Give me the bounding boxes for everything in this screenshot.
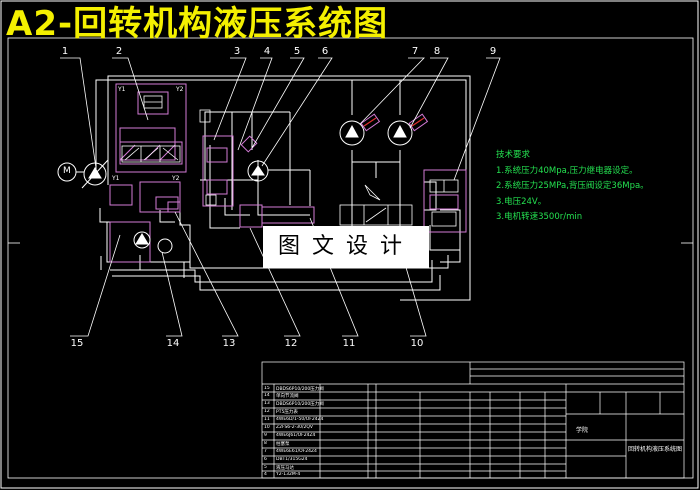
callout-number: 10 [410,338,424,349]
coil-label: Y2 [176,86,184,93]
hydraulic-motor-5 [247,160,269,182]
pump-8 [387,120,413,146]
part-no: 5 [264,465,267,470]
pumps [57,120,413,254]
callout-number: 6 [321,46,329,57]
callout-number: 13 [222,338,236,349]
part-no: 11 [264,417,270,422]
title-block [261,361,685,479]
callout-number: 7 [411,46,419,57]
callout-number: 1 [61,46,69,57]
part-no: 13 [264,401,270,406]
part-name: PT5压力表 [276,410,298,415]
watermark: 图文设计 [263,226,429,268]
part-no: 8 [264,441,267,446]
callout-number: 12 [284,338,298,349]
part-name: DBDS6P10/200压力阀 [276,387,324,392]
part-name: 4WE6E61/OF24Z4 [276,449,317,454]
valve-block-9 [423,169,467,233]
callout-number: 14 [166,338,180,349]
notes-item: 1.系统压力40Mpa,压力继电器设定。 [496,165,638,176]
drawing-title: A2-回转机构液压系统图 [6,4,389,44]
school-name: 学院 [576,427,589,434]
notes-item: 2.系统压力25MPa,背压阀设定36Mpa。 [496,181,649,191]
part-no: 6 [264,457,267,462]
pump-7 [339,120,365,146]
notes-item: 3.电压24V。 [496,196,547,207]
part-no: 14 [264,393,270,398]
part-name: Y2-132M-4 [276,472,301,477]
callout-number: 3 [233,46,241,57]
leader-lines [60,57,501,337]
valve-block-12 [239,204,263,228]
part-no: 12 [264,409,270,414]
valve-block-2 [115,83,187,173]
notes-item: 3.电机转速3500r/min [496,212,583,222]
notes-heading: 技术要求 [496,150,531,160]
part-name: 4WE6D/1-50/OF24Z4 [276,417,324,422]
valve-block-3 [202,135,234,207]
part-no: 7 [264,449,267,454]
valve-details [121,95,459,227]
part-no: 10 [264,425,270,430]
drawing-name: 回转机构液压系统图 [628,446,683,453]
part-name: DBT1/315G24 [276,457,308,462]
valve-block-14 [139,181,181,213]
callout-number: 2 [115,46,123,57]
pipe-lines [95,75,471,301]
callout-number: 15 [70,338,84,349]
component-outlines [109,83,467,263]
callout-number: 4 [263,46,271,57]
part-name: Z2FS6-2-30/2QV [276,425,314,430]
part-name: 单向节流阀 [276,394,299,399]
part-no: 15 [264,386,270,391]
callout-number: 8 [433,46,441,57]
valve-block-11 [261,206,315,224]
callout-number: 5 [293,46,301,57]
coil-label: Y2 [172,175,180,182]
coil-label: Y1 [118,86,126,93]
part-name: 4WE6J61/OF24Z4 [276,433,316,438]
callout-number: 9 [489,46,497,57]
motor-label: M [63,166,71,176]
part-name: 柱塞泵 [276,442,290,447]
part-no: 4 [264,472,267,477]
part-name: DBDS6P10/200压力阀 [276,402,324,407]
pressure-gauge-14 [157,238,173,254]
callout-number: 11 [342,338,356,349]
part-name: 液压马达 [276,466,294,471]
technical-notes: 技术要求 1.系统压力40Mpa,压力继电器设定。 2.系统压力25MPa,背压… [496,148,649,226]
part-no: 9 [264,433,267,438]
coil-label: Y1 [112,175,120,182]
